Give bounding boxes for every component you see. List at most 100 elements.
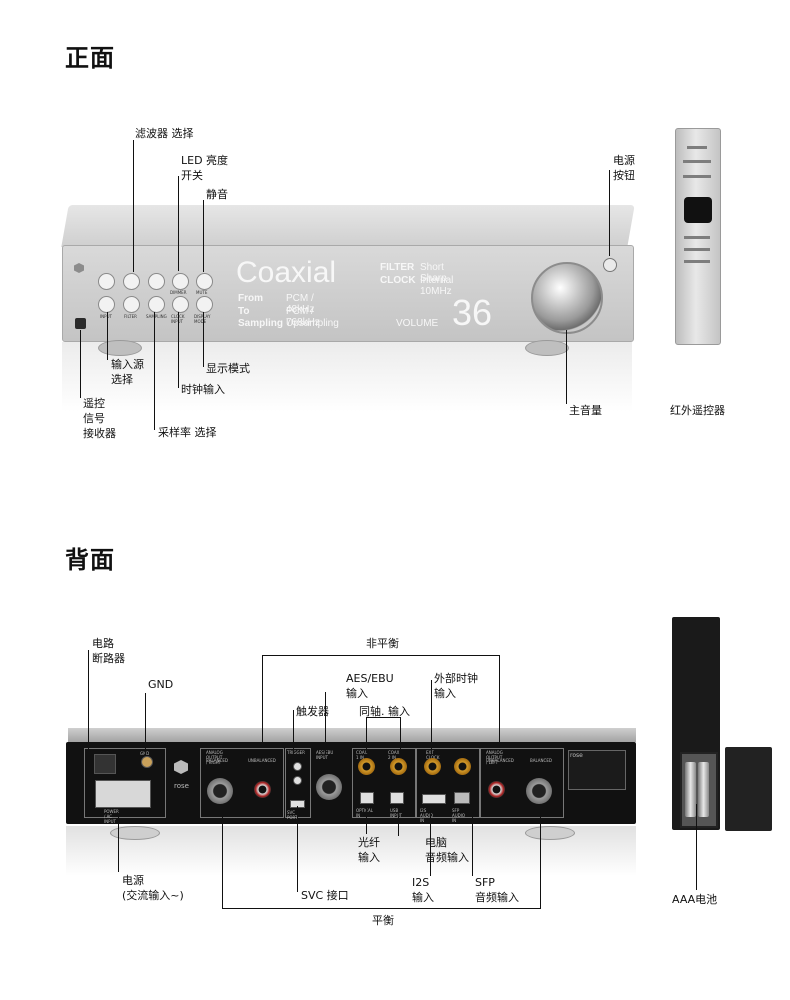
leader-line bbox=[293, 710, 294, 755]
trigger-panel-label: TRIGGER bbox=[287, 750, 305, 755]
display-sampling-key: Sampling bbox=[238, 318, 284, 329]
leader-line bbox=[154, 312, 155, 430]
i2s-panel-label: I2S AUDIO IN bbox=[420, 808, 434, 823]
leader-line bbox=[88, 650, 89, 754]
label-power-ac: 电源 (交流输入~) bbox=[122, 874, 184, 902]
label-svc: SVC 接口 bbox=[301, 889, 349, 902]
display-from-key: From bbox=[238, 293, 263, 304]
power-panel-label: POWER / AC INPUT bbox=[104, 809, 119, 824]
rca-output-left[interactable] bbox=[488, 781, 505, 798]
power-button[interactable] bbox=[603, 258, 617, 272]
i2s-input[interactable] bbox=[422, 794, 446, 804]
sfp-input[interactable] bbox=[454, 792, 470, 804]
label-main-volume: 主音量 bbox=[569, 404, 602, 417]
rear-brand: rose bbox=[174, 782, 189, 790]
label-sample-rate-select: 采样率 选择 bbox=[158, 426, 217, 439]
button-top-2[interactable] bbox=[123, 273, 140, 290]
unbalanced-r-label: UNBALANCED bbox=[248, 758, 276, 763]
ext-clock-input-1[interactable] bbox=[424, 758, 441, 775]
analog-output-right bbox=[200, 748, 284, 818]
display-from-value: PCM / 48kHz bbox=[286, 293, 315, 315]
display-to-value: PCM / 768kHz bbox=[286, 306, 320, 328]
ac-inlet[interactable] bbox=[95, 780, 151, 808]
label-ir-remote: 红外遥控器 bbox=[670, 404, 725, 417]
btn-tag-dimmer: DIMMER bbox=[170, 290, 187, 295]
usb-panel-label: USB INPUT bbox=[390, 808, 402, 818]
trigger-out-jack[interactable] bbox=[293, 776, 302, 785]
trigger-section bbox=[285, 748, 311, 818]
optical-panel-label: OPTICAL IN bbox=[356, 808, 373, 818]
input-button[interactable] bbox=[98, 296, 115, 313]
mute-button[interactable] bbox=[196, 273, 213, 290]
leader-line bbox=[472, 806, 473, 876]
rca-output-right[interactable] bbox=[254, 781, 271, 798]
aes-panel-label: AES/EBU INPUT bbox=[316, 750, 333, 760]
circuit-breaker-switch[interactable] bbox=[94, 754, 116, 774]
label-mute: 静音 bbox=[206, 188, 228, 201]
analog-left-label: ANALOG OUTPUT / LEFT bbox=[486, 750, 503, 765]
clock-input-section bbox=[416, 748, 480, 818]
remote-button bbox=[684, 236, 710, 239]
device-foot-right bbox=[525, 340, 569, 356]
leader-line bbox=[145, 693, 146, 755]
device-foot-right bbox=[525, 826, 575, 840]
power-section bbox=[84, 748, 166, 818]
leader-line bbox=[80, 330, 81, 398]
filter-top-button[interactable] bbox=[98, 273, 115, 290]
optical-input[interactable] bbox=[360, 792, 374, 804]
label-filter-select: 滤波器 选择 bbox=[135, 127, 194, 140]
gnd-terminal[interactable] bbox=[141, 756, 153, 768]
coax-input-1[interactable] bbox=[358, 758, 375, 775]
spec-sticker bbox=[568, 750, 626, 790]
xlr-output-right[interactable] bbox=[207, 778, 233, 804]
front-section-title: 正面 bbox=[65, 44, 115, 72]
leader-line bbox=[222, 812, 223, 908]
label-input-select: 输入源 选择 bbox=[111, 358, 144, 386]
leader-line bbox=[540, 812, 541, 908]
btn-tag-filter: FILTER bbox=[124, 314, 137, 319]
remote-button bbox=[684, 248, 710, 251]
device-foot-left bbox=[110, 826, 160, 840]
ir-receiver-window bbox=[75, 318, 86, 329]
label-pc-audio: 电脑 音频输入 bbox=[425, 836, 469, 864]
leader-line bbox=[262, 655, 500, 656]
ext-clock-input-2[interactable] bbox=[454, 758, 471, 775]
coax-input-2[interactable] bbox=[390, 758, 407, 775]
clock-input-button[interactable] bbox=[172, 296, 189, 313]
rear-brand-2: rose bbox=[570, 752, 583, 759]
digital-input-section bbox=[352, 748, 416, 818]
sampling-button[interactable] bbox=[148, 296, 165, 313]
display-mode-button[interactable] bbox=[196, 296, 213, 313]
filter-button[interactable] bbox=[123, 296, 140, 313]
xlr-output-left[interactable] bbox=[526, 778, 552, 804]
leader-line bbox=[133, 140, 134, 272]
btn-tag-sampling: SAMPLING bbox=[146, 314, 167, 319]
volume-knob[interactable] bbox=[531, 262, 603, 334]
gnd-panel-label: GND bbox=[140, 751, 149, 756]
button-top-3[interactable] bbox=[148, 273, 165, 290]
dimmer-button[interactable] bbox=[172, 273, 189, 290]
label-balanced: 平衡 bbox=[372, 914, 394, 927]
aaa-battery bbox=[685, 762, 696, 817]
leader-line bbox=[696, 804, 697, 890]
label-optical: 光纤 输入 bbox=[358, 836, 380, 864]
usb-input[interactable] bbox=[390, 792, 404, 804]
btn-tag-mute: MUTE bbox=[196, 290, 208, 295]
trigger-in-jack[interactable] bbox=[293, 762, 302, 771]
leader-line bbox=[222, 908, 541, 909]
coax1-label: COAX 1 IN bbox=[356, 750, 368, 760]
balanced-l-label: BALANCED bbox=[530, 758, 552, 763]
leader-line bbox=[499, 655, 500, 743]
remote-button bbox=[683, 160, 711, 163]
coax2-label: COAX 2 IN bbox=[388, 750, 400, 760]
leader-line bbox=[107, 312, 108, 360]
display-filter-value: Short Sharp bbox=[420, 262, 447, 284]
rose-logo-icon bbox=[174, 760, 188, 774]
remote-navigation-pad bbox=[684, 197, 712, 223]
rear-section-title: 背面 bbox=[65, 546, 115, 574]
remote-button bbox=[684, 260, 710, 263]
label-coax-input: 同轴. 输入 bbox=[359, 705, 410, 718]
aes-ebu-input[interactable] bbox=[316, 774, 342, 800]
btn-tag-clock: CLOCK INPUT bbox=[171, 314, 184, 324]
label-led-switch: LED 亮度 开关 bbox=[181, 154, 229, 182]
